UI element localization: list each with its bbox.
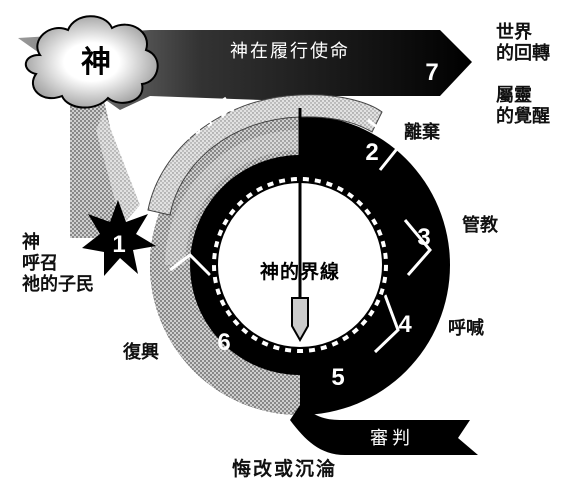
judgment-arrow <box>290 405 478 455</box>
step-7-label-line: 的回轉 <box>496 43 550 64</box>
mission-arrow-label: 神在履行使命 <box>230 41 350 62</box>
step-7-label-line: 屬靈 <box>496 85 532 106</box>
step-1-label-line: 神 <box>22 232 40 253</box>
svg-text:3: 3 <box>417 224 430 251</box>
step-1-label-line: 祂的子民 <box>22 274 94 295</box>
step-number-1: 1 <box>112 231 125 258</box>
step-7-label-awakening: 屬靈 的覺醒 <box>496 85 550 127</box>
step-number-2: 2 <box>365 139 378 166</box>
people-band <box>147 94 383 216</box>
svg-text:4: 4 <box>398 311 412 338</box>
plumb-bob <box>291 297 309 343</box>
boundary-circle-dashes <box>212 177 388 353</box>
step-4-label: 呼喊 <box>448 318 484 339</box>
step-2-label: 離棄 <box>404 122 440 143</box>
step-3-label: 管教 <box>462 215 498 236</box>
step-number-5: 5 <box>331 364 344 391</box>
god-cloud-label: 神 <box>81 45 111 80</box>
caption: 悔改或沉淪 <box>232 458 338 480</box>
step-7-label-line: 的覺醒 <box>496 106 550 127</box>
step-1-label: 神 呼召 祂的子民 <box>22 232 94 295</box>
svg-text:6: 6 <box>217 329 230 356</box>
step-6-label: 復興 <box>123 342 159 363</box>
step-number-7: 7 <box>425 59 438 86</box>
svg-text:7: 7 <box>425 59 438 86</box>
step-number-3: 3 <box>417 224 430 251</box>
chevron-2 <box>367 118 403 171</box>
step-7-label-line: 世界 <box>496 22 532 43</box>
svg-text:5: 5 <box>331 364 344 391</box>
svg-text:2: 2 <box>365 139 378 166</box>
restoration-arc <box>150 115 300 415</box>
center-boundary-label: 神的界線 <box>260 260 340 283</box>
step-number-6: 6 <box>217 329 230 356</box>
calling-star <box>82 200 156 276</box>
chevron-6 <box>169 253 212 277</box>
people-arc <box>165 130 300 265</box>
god-cloud <box>25 15 159 109</box>
svg-text:1: 1 <box>112 231 125 258</box>
chevron-4 <box>373 294 400 354</box>
judgment-label: 審判 <box>370 428 414 449</box>
god-descent-branch <box>96 112 140 226</box>
chevron-3 <box>403 219 432 276</box>
step-1-label-line: 呼召 <box>22 253 58 274</box>
step-number-4: 4 <box>398 311 412 338</box>
step-7-label-world: 世界 的回轉 <box>496 22 550 64</box>
